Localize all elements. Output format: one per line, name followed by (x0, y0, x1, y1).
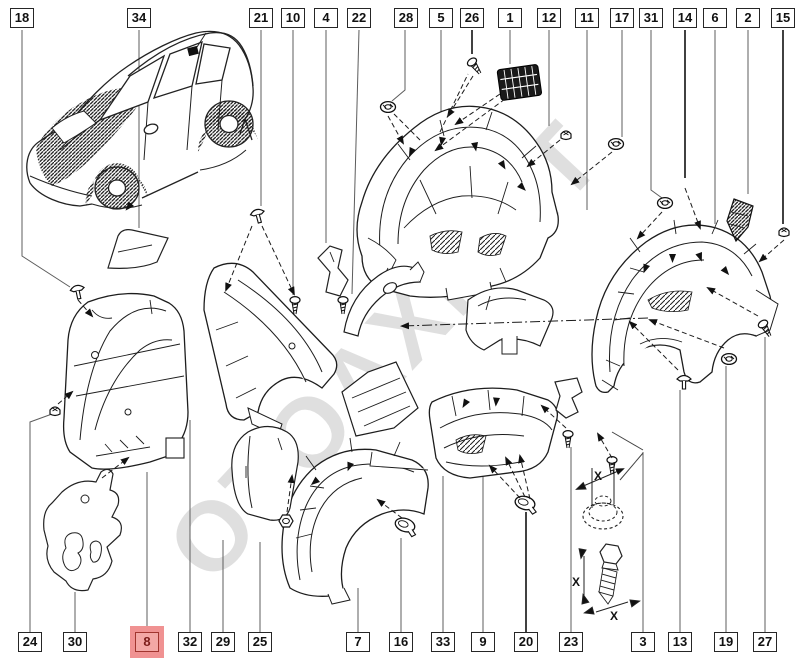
dim-label-x2: X (572, 575, 580, 589)
callout-1[interactable]: 1 (498, 8, 522, 28)
callout-8-highlight[interactable]: 8 (130, 626, 164, 658)
part-bracket-small (554, 377, 583, 419)
mushroom-plug-icon (392, 515, 421, 539)
callout-29[interactable]: 29 (211, 632, 235, 652)
callout-23[interactable]: 23 (559, 632, 583, 652)
callout-4[interactable]: 4 (314, 8, 338, 28)
callout-12[interactable]: 12 (537, 8, 561, 28)
callout-6[interactable]: 6 (703, 8, 727, 28)
callout-22[interactable]: 22 (347, 8, 371, 28)
pushpin-icon (248, 207, 268, 226)
assembly-arrows (57, 73, 785, 519)
callout-27[interactable]: 27 (753, 632, 777, 652)
callout-33[interactable]: 33 (431, 632, 455, 652)
callout-16[interactable]: 16 (389, 632, 413, 652)
part-liner-center (428, 387, 559, 479)
clip-icon (49, 406, 61, 417)
screw-icon (465, 55, 485, 77)
callout-3[interactable]: 3 (631, 632, 655, 652)
part-sound-sheet (43, 468, 122, 592)
dim-label-x3: X (610, 609, 618, 623)
part-rear-wheel-liner (591, 219, 779, 394)
dim-label-x1: X (594, 469, 602, 483)
part-mesh-deflector (726, 198, 754, 243)
callout-32[interactable]: 32 (178, 632, 202, 652)
callout-21[interactable]: 21 (249, 8, 273, 28)
callout-17[interactable]: 17 (610, 8, 634, 28)
part-deflector-shield (231, 425, 299, 521)
part-liner-center-left (203, 262, 338, 437)
part-front-wheel-liner (62, 292, 189, 470)
callout-20[interactable]: 20 (514, 632, 538, 652)
callout-18[interactable]: 18 (10, 8, 34, 28)
callout-28[interactable]: 28 (394, 8, 418, 28)
screw-icon (562, 430, 574, 449)
callout-19[interactable]: 19 (714, 632, 738, 652)
callout-10[interactable]: 10 (281, 8, 305, 28)
screw-icon (606, 456, 618, 475)
part-corner-panel (341, 361, 419, 437)
part-fender-patch (107, 229, 169, 269)
callout-34[interactable]: 34 (127, 8, 151, 28)
part-arch-panel (465, 287, 554, 355)
pushpin-icon (69, 283, 87, 301)
fastener-dimension-detail: X X X (572, 431, 644, 623)
callout-26[interactable]: 26 (460, 8, 484, 28)
callout-31[interactable]: 31 (639, 8, 663, 28)
vehicle-overview (26, 30, 258, 210)
nut-icon (278, 514, 294, 528)
grommet-icon (656, 196, 674, 210)
callout-15[interactable]: 15 (771, 8, 795, 28)
callout-24[interactable]: 24 (18, 632, 42, 652)
callout-9[interactable]: 9 (471, 632, 495, 652)
callout-30[interactable]: 30 (63, 632, 87, 652)
part-liner-top-assembly (356, 105, 559, 301)
callout-7[interactable]: 7 (346, 632, 370, 652)
callout-8[interactable]: 8 (135, 632, 159, 652)
part-arc-deflector (343, 261, 425, 337)
callout-25[interactable]: 25 (248, 632, 272, 652)
grommet-icon (379, 100, 397, 114)
callout-5[interactable]: 5 (429, 8, 453, 28)
leader-lines (21, 29, 784, 632)
callout-11[interactable]: 11 (575, 8, 599, 28)
part-grille-vent (496, 64, 542, 101)
callout-13[interactable]: 13 (668, 632, 692, 652)
callout-14[interactable]: 14 (673, 8, 697, 28)
part-bracket (317, 245, 349, 297)
pushpin-icon (676, 374, 692, 390)
callout-2[interactable]: 2 (736, 8, 760, 28)
clip-icon (778, 227, 790, 238)
mushroom-plug-icon (512, 493, 540, 516)
part-liner-bottom (281, 437, 429, 605)
grommet-icon (607, 137, 625, 151)
clip-icon (560, 130, 572, 141)
grommet-icon (720, 352, 738, 366)
